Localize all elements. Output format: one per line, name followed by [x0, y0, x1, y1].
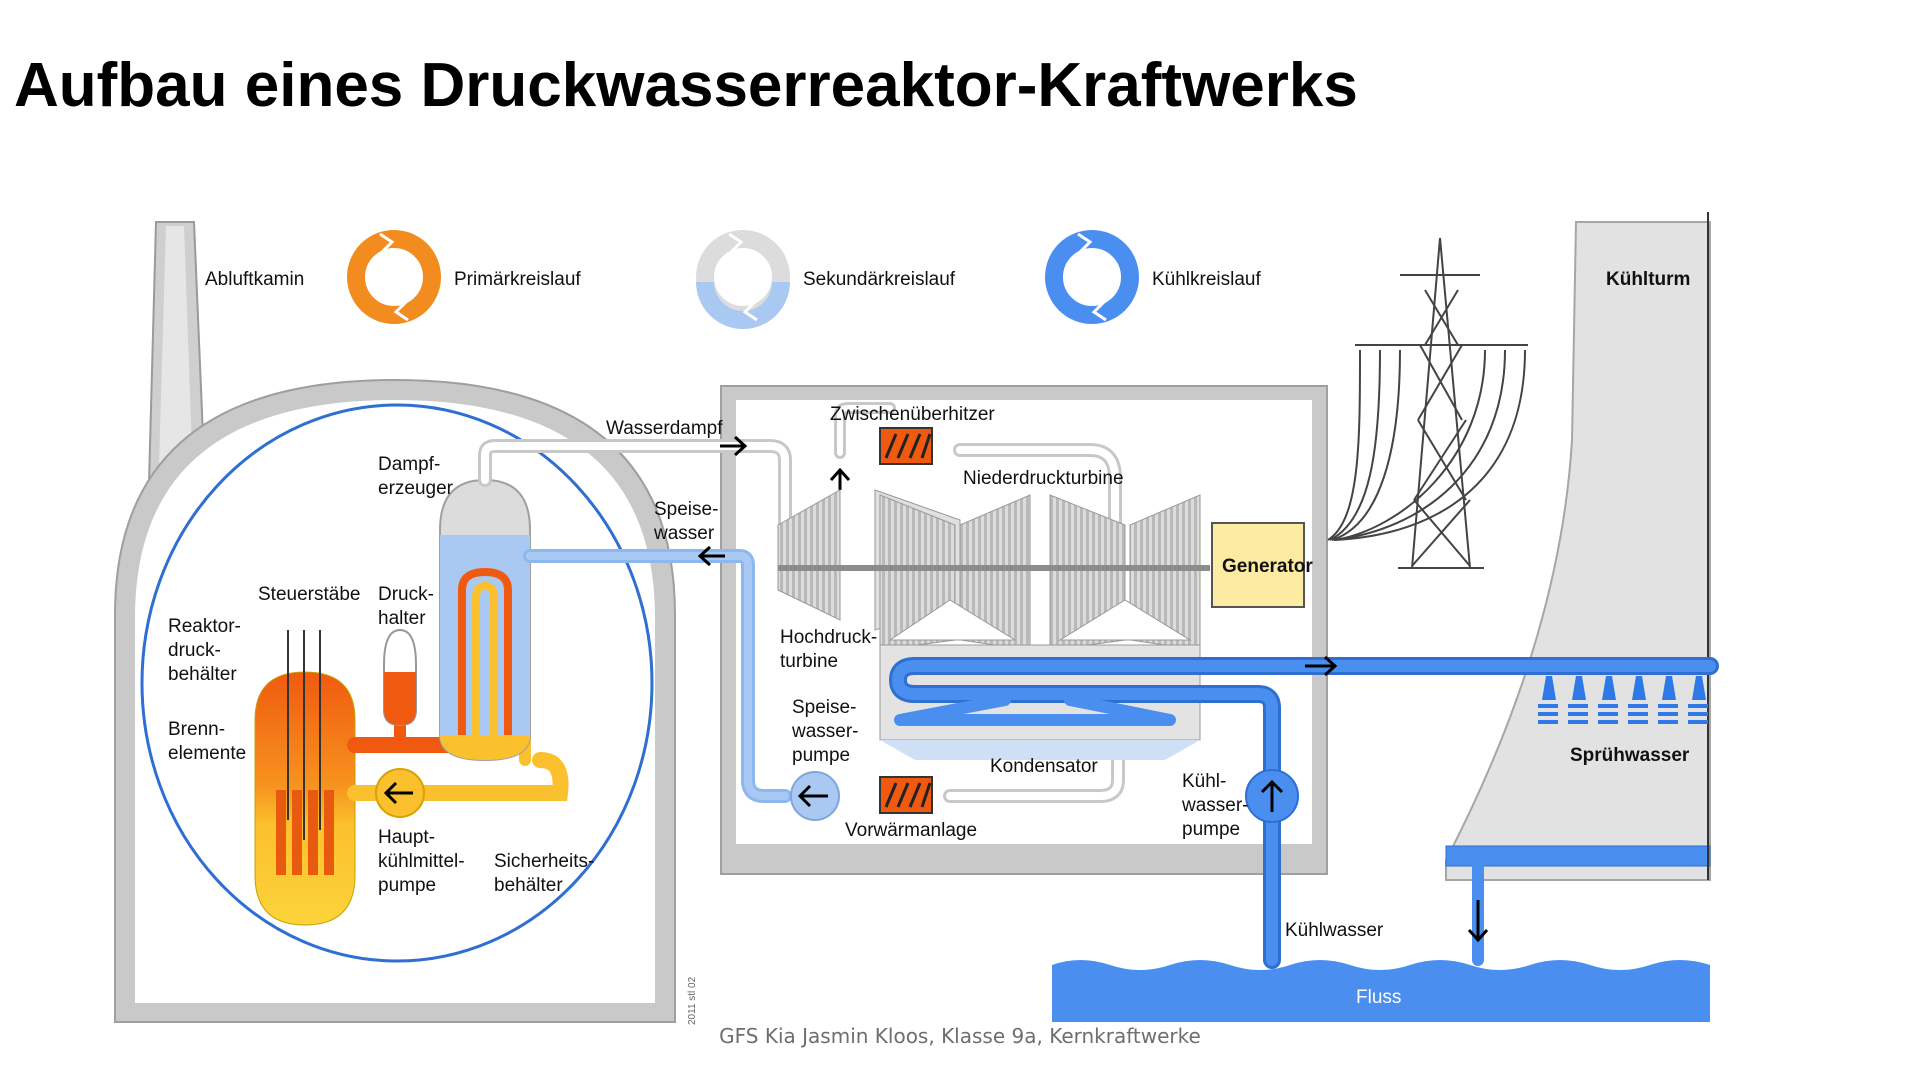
pressurizer [383, 628, 417, 727]
label-hp-turbine-2: turbine [780, 651, 838, 672]
label-spray-water: Sprühwasser [1570, 745, 1690, 766]
label-pressurizer-2: halter [378, 608, 426, 629]
label-main-pump-3: pumpe [378, 875, 436, 896]
label-cw-pump-1: Kühl- [1182, 771, 1226, 792]
fuel-element [308, 790, 318, 875]
generator [1211, 522, 1305, 608]
label-containment-1: Sicherheits- [494, 851, 594, 872]
label-main-pump-1: Haupt- [378, 827, 435, 848]
label-pressurizer-1: Druck- [378, 584, 434, 605]
label-feedwater-2: wasser [653, 523, 715, 544]
label-cw-pump-2: wasser- [1181, 795, 1249, 816]
label-cooling-tower: Kühlturm [1606, 269, 1690, 290]
reheater [879, 427, 933, 465]
label-cooling-water: Kühlwasser [1285, 920, 1384, 941]
label-fw-pump-1: Speise- [792, 697, 856, 718]
legend-primary-label: Primärkreislauf [454, 269, 581, 290]
label-steam: Wasserdampf [606, 418, 723, 439]
page-title: Aufbau eines Druckwasserreaktor-Kraftwer… [14, 51, 1358, 120]
label-main-pump-2: kühlmittel- [378, 851, 465, 872]
label-fw-pump-3: pumpe [792, 745, 850, 766]
label-containment-2: behälter [494, 875, 563, 896]
legend-primary-icon [347, 230, 441, 324]
label-rpv-1: Reaktor- [168, 616, 241, 637]
label-feedwater-1: Speise- [654, 499, 718, 520]
fuel-element [276, 790, 286, 875]
label-reheater: Zwischenüberhitzer [830, 404, 995, 425]
containment-vessel [140, 403, 654, 963]
label-river: Fluss [1356, 987, 1401, 1008]
river [1052, 960, 1710, 1022]
fuel-element [292, 790, 302, 875]
label-hp-turbine-1: Hochdruck- [780, 627, 877, 648]
power-pylon [1327, 237, 1528, 569]
legend-secondary-icon [696, 230, 790, 329]
legend-cooling-label: Kühlkreislauf [1152, 269, 1261, 290]
label-control-rods: Steuerstäbe [258, 584, 360, 605]
cooling-loop [888, 657, 1719, 969]
cooling-water-pump [1245, 769, 1299, 823]
label-rpv-3: behälter [168, 664, 237, 685]
feedwater-pump [790, 771, 840, 821]
label-generator: Generator [1222, 556, 1313, 577]
main-coolant-pump [375, 768, 425, 818]
label-lp-turbine: Niederdruckturbine [963, 468, 1124, 489]
preheater [879, 776, 933, 814]
flow-arrows [697, 435, 851, 567]
legend-cooling-icon [1045, 230, 1139, 324]
cooling-tower [1445, 212, 1711, 881]
label-fuel-2: elemente [168, 743, 246, 764]
label-fuel-1: Brenn- [168, 719, 225, 740]
label-cw-pump-3: pumpe [1182, 819, 1240, 840]
label-exhaust-stack: Abluftkamin [205, 269, 304, 290]
credit-text: 2011 stl 02 [687, 976, 698, 1025]
reactor-pressure-vessel [254, 630, 356, 926]
lp-turbine-1 [879, 494, 1031, 651]
footer-text: GFS Kia Jasmin Kloos, Klasse 9a, Kernkra… [719, 1024, 1201, 1048]
fuel-element [324, 790, 334, 875]
label-rpv-2: druck- [168, 640, 221, 661]
secondary-loop [478, 402, 1125, 803]
label-preheater: Vorwärmanlage [845, 820, 977, 841]
spray-nozzles [1538, 676, 1708, 724]
label-steam-generator-2: erzeuger [378, 478, 454, 499]
label-steam-generator-1: Dampf- [378, 454, 440, 475]
label-condenser: Kondensator [990, 756, 1098, 777]
legend-secondary-label: Sekundärkreislauf [803, 269, 956, 290]
steam-generator [439, 478, 531, 762]
lp-turbine-2 [1049, 494, 1201, 651]
cooling-arrows [1305, 655, 1489, 943]
label-fw-pump-2: wasser- [791, 721, 859, 742]
